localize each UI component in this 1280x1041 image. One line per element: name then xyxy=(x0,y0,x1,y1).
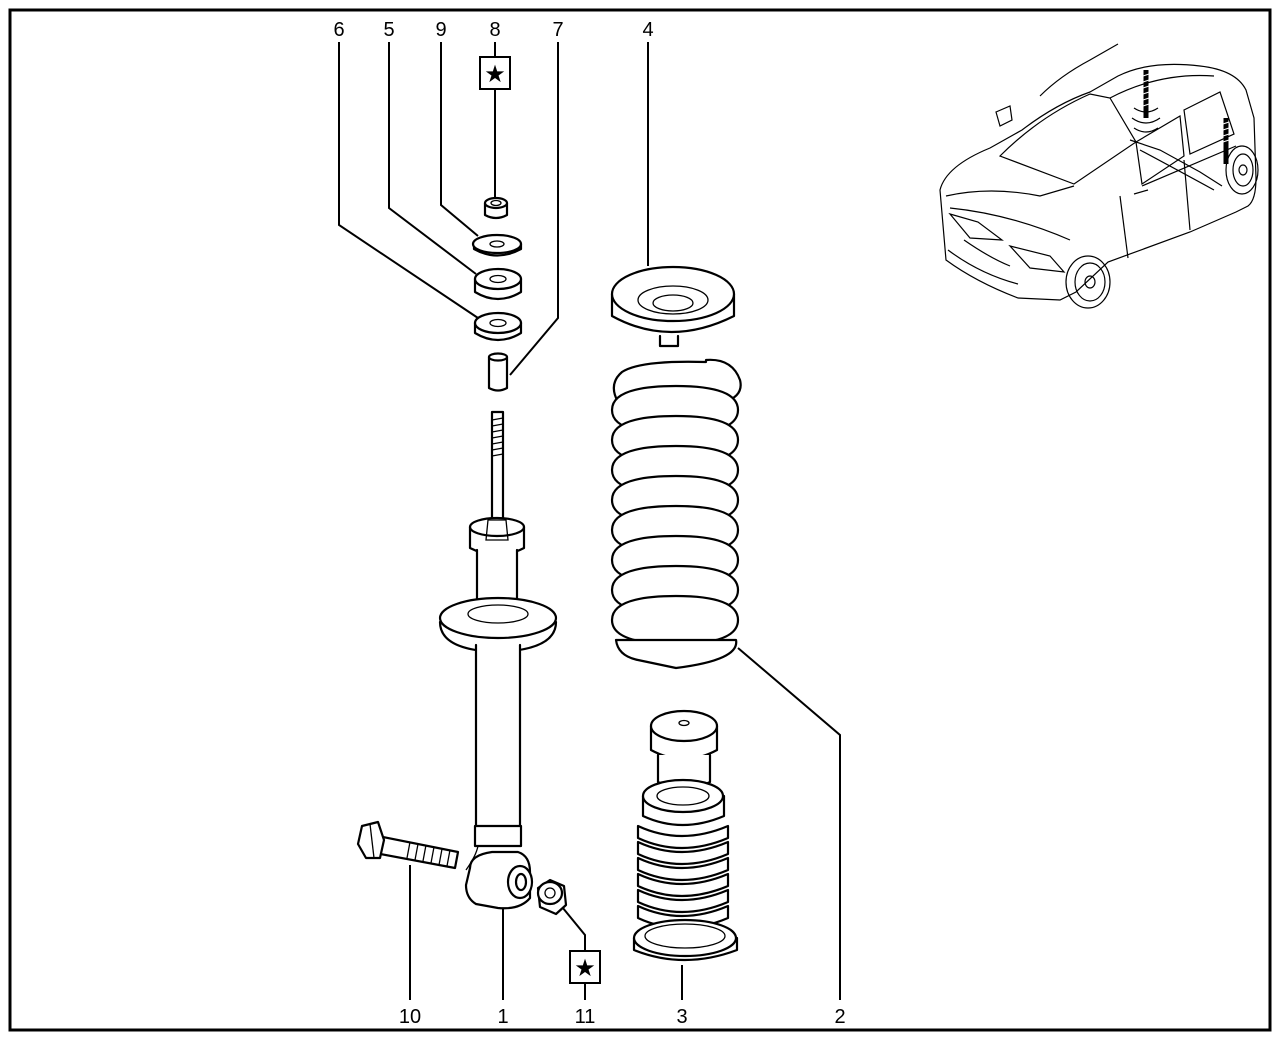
callout-7: 7 xyxy=(552,19,563,41)
part-4-spring-seat xyxy=(610,265,736,348)
part-10-bolt xyxy=(356,820,460,870)
star-icon: ★ xyxy=(574,954,596,982)
part-6-lower-bushing xyxy=(473,311,523,342)
diagram-frame xyxy=(8,8,1272,1032)
callout-6: 6 xyxy=(333,19,344,41)
leader-11 xyxy=(557,901,586,951)
part-5-upper-bushing xyxy=(473,267,523,301)
callout-2: 2 xyxy=(834,1006,845,1028)
leader-9 xyxy=(440,42,479,237)
star-marker-8: ★ xyxy=(479,56,511,90)
callout-1: 1 xyxy=(497,1006,508,1028)
leader-lines xyxy=(338,42,841,1000)
leader-5 xyxy=(388,42,477,275)
callout-3: 3 xyxy=(676,1006,687,1028)
callout-4: 4 xyxy=(642,19,653,41)
part-11-nut xyxy=(536,878,568,916)
leader-7 xyxy=(509,42,559,376)
highlighted-rear-springs xyxy=(1131,70,1230,164)
part-1-shock-absorber xyxy=(438,410,558,910)
locator-car-illustration xyxy=(939,43,1259,309)
callout-5: 5 xyxy=(383,19,394,41)
part-2-coil-spring xyxy=(610,358,742,670)
part-3-bump-stop-boot xyxy=(632,709,739,962)
callout-8: 8 xyxy=(489,19,500,41)
star-marker-11: ★ xyxy=(569,950,601,984)
callout-10: 10 xyxy=(399,1006,421,1028)
part-7-spacer-sleeve xyxy=(487,352,509,392)
leader-6 xyxy=(338,42,479,319)
part-8-lock-nut xyxy=(483,196,509,220)
callout-9: 9 xyxy=(435,19,446,41)
star-icon: ★ xyxy=(484,60,506,88)
leader-2 xyxy=(737,647,841,1000)
callout-11: 11 xyxy=(575,1006,596,1028)
part-9-washer xyxy=(471,233,523,257)
